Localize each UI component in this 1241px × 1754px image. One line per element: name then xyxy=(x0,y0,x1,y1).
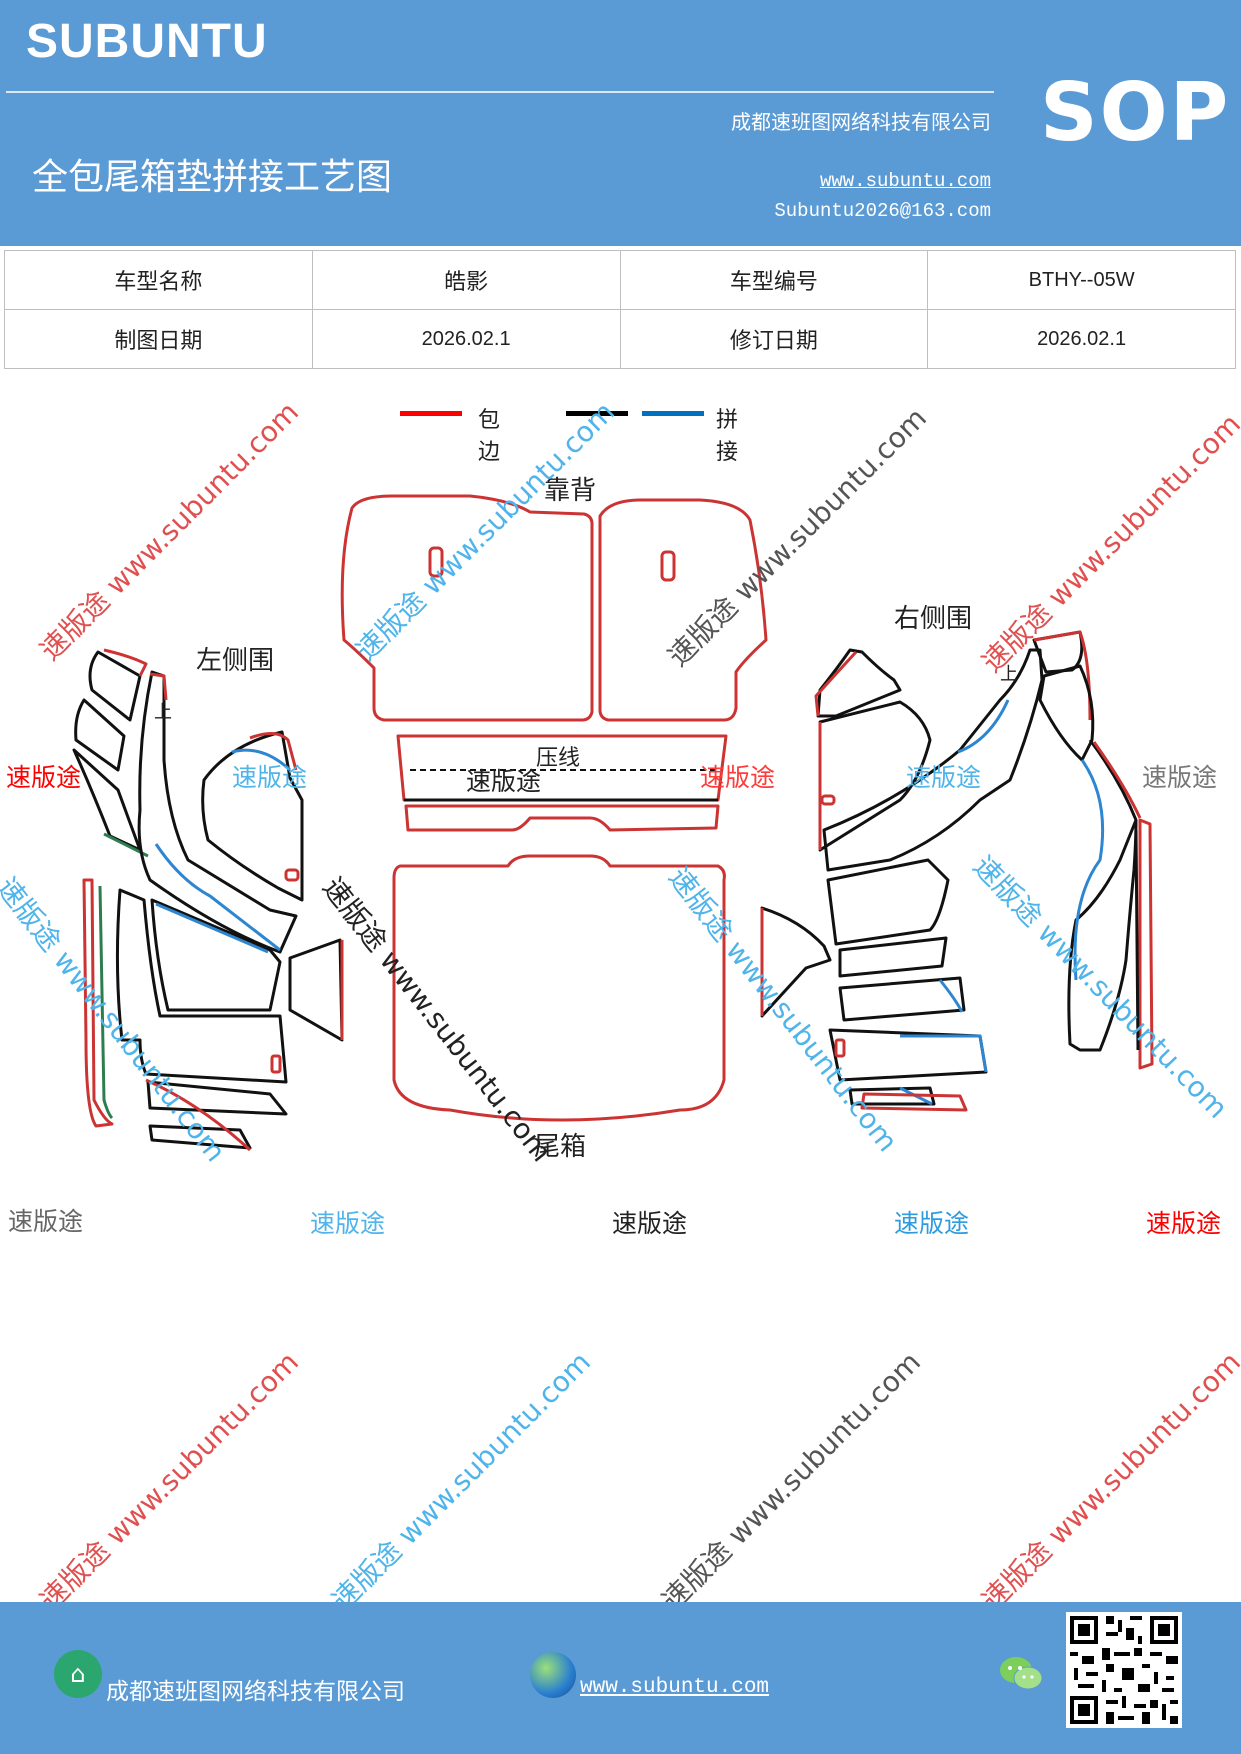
brand-logo: SUBUNTU xyxy=(26,15,268,68)
left-edge-strip xyxy=(82,878,114,1128)
header-divider xyxy=(6,91,994,93)
legend-label-splice: 拼接 xyxy=(716,408,739,465)
left-lower-piece xyxy=(115,888,288,1084)
backrest-right-slot xyxy=(660,550,676,582)
lower-strip xyxy=(404,804,720,832)
right-far-piece xyxy=(1067,739,1138,1052)
backrest-left-slot xyxy=(428,546,444,578)
left-panel-2 xyxy=(74,698,126,772)
left-main-piece xyxy=(137,670,298,954)
watermark-text: 速版途 xyxy=(310,1209,386,1238)
left-bottom-trim xyxy=(145,1078,252,1152)
left-main-trim xyxy=(149,672,168,701)
right-main-splice xyxy=(957,699,1010,754)
left-bottom-piece xyxy=(146,1080,288,1116)
table-row: 制图日期 2026.02.1 修订日期 2026.02.1 xyxy=(4,309,1236,369)
trunk-floor-piece xyxy=(392,854,726,1122)
watermark-text: 速版途 xyxy=(612,1209,688,1238)
email-link[interactable]: Subuntu2026@163.com xyxy=(774,200,991,222)
revise-date-value: 2026.02.1 xyxy=(927,309,1236,369)
footer-website-link[interactable]: www.subuntu.com xyxy=(580,1676,770,1699)
left-main-splice xyxy=(154,843,281,952)
info-table: 车型名称 皓影 车型编号 BTHY--05W 制图日期 2026.02.1 修订… xyxy=(4,250,1236,369)
right-arch-slot xyxy=(820,794,836,806)
right-far-trim xyxy=(1092,741,1142,819)
trunk-label: 尾箱 xyxy=(534,1132,587,1162)
table-row: 车型名称 皓影 车型编号 BTHY--05W xyxy=(4,250,1236,310)
model-name-value: 皓影 xyxy=(311,250,621,310)
up-mark-left: 上 xyxy=(154,702,172,723)
legend-swatch-splice xyxy=(642,411,704,416)
footer-company: 成都速班图网络科技有限公司 xyxy=(106,1679,405,1705)
watermark-text: 速版途 xyxy=(700,763,776,792)
right-panel-a xyxy=(826,858,950,946)
watermark-text: 速版途 xyxy=(466,767,542,796)
right-panel-c-splice xyxy=(938,979,964,1013)
right-edge-inner xyxy=(1134,829,1140,1051)
backrest-label: 靠背 xyxy=(544,476,597,506)
watermark-text: 速版途 xyxy=(8,1207,84,1236)
draw-date-value: 2026.02.1 xyxy=(311,309,621,369)
right-panel-d-splice xyxy=(900,1034,988,1073)
page-title: 全包尾箱垫拼接工艺图 xyxy=(32,157,393,198)
legend-label-trim: 包边 xyxy=(478,408,501,465)
left-lower-slot xyxy=(270,1054,282,1074)
left-panel-1 xyxy=(88,650,142,722)
right-side-label: 右侧围 xyxy=(894,604,973,634)
company-name: 成都速班图网络科技有限公司 xyxy=(731,110,991,134)
backrest-left-piece xyxy=(340,494,594,722)
globe-icon xyxy=(530,1652,576,1698)
left-edge-seam xyxy=(98,885,114,1120)
right-long-piece xyxy=(1038,664,1095,762)
qr-code[interactable] xyxy=(1066,1612,1182,1728)
left-panel-1-trim xyxy=(103,648,148,677)
building-icon: ⌂ xyxy=(54,1650,102,1698)
model-name-label: 车型名称 xyxy=(4,250,313,310)
left-arch-piece xyxy=(201,730,304,902)
up-mark-right: 上 xyxy=(1000,664,1018,685)
header-banner: SUBUNTU SOP 成都速班图网络科技有限公司 全包尾箱垫拼接工艺图 www… xyxy=(0,0,1241,246)
legend-swatch-trim xyxy=(400,411,462,416)
left-wedge-piece xyxy=(288,938,344,1042)
right-bottom-strip xyxy=(860,1092,968,1112)
website-link[interactable]: www.subuntu.com xyxy=(819,170,991,192)
left-side-label: 左侧围 xyxy=(196,646,275,676)
watermark-text: 速版途 xyxy=(1146,1209,1222,1238)
doc-type-label: SOP xyxy=(1040,66,1231,159)
model-code-label: 车型编号 xyxy=(619,250,929,310)
watermark-text: 速版途 xyxy=(6,763,82,792)
left-arch-trim xyxy=(249,732,298,771)
right-edge-strip xyxy=(1138,818,1154,1070)
press-line-label: 压线 xyxy=(536,746,581,771)
model-code-value: BTHY--05W xyxy=(927,250,1236,310)
backrest-right-piece xyxy=(598,498,768,722)
right-top-trim xyxy=(814,650,858,717)
right-panel-c xyxy=(838,976,966,1022)
right-wedge-piece xyxy=(760,906,832,1018)
watermark-text: 速版途 xyxy=(1142,763,1218,792)
wechat-icon[interactable] xyxy=(998,1654,1044,1694)
watermark-text: 速版途 xyxy=(906,763,982,792)
right-lower-slot xyxy=(834,1038,846,1058)
right-far-splice xyxy=(1073,759,1105,981)
left-mid-piece xyxy=(150,898,282,1012)
revise-date-label: 修订日期 xyxy=(619,309,929,369)
legend-swatch-black xyxy=(566,411,628,416)
right-panel-b xyxy=(838,936,948,978)
watermark-text: 速版途 xyxy=(232,763,308,792)
left-mid-splice xyxy=(155,902,269,954)
draw-date-label: 制图日期 xyxy=(4,309,313,369)
right-top-piece xyxy=(816,648,902,718)
left-arch-splice xyxy=(231,748,292,772)
left-arch-slot xyxy=(284,868,300,882)
watermark-text: 速版途 xyxy=(894,1209,970,1238)
right-top-strip-trim xyxy=(1033,630,1092,721)
